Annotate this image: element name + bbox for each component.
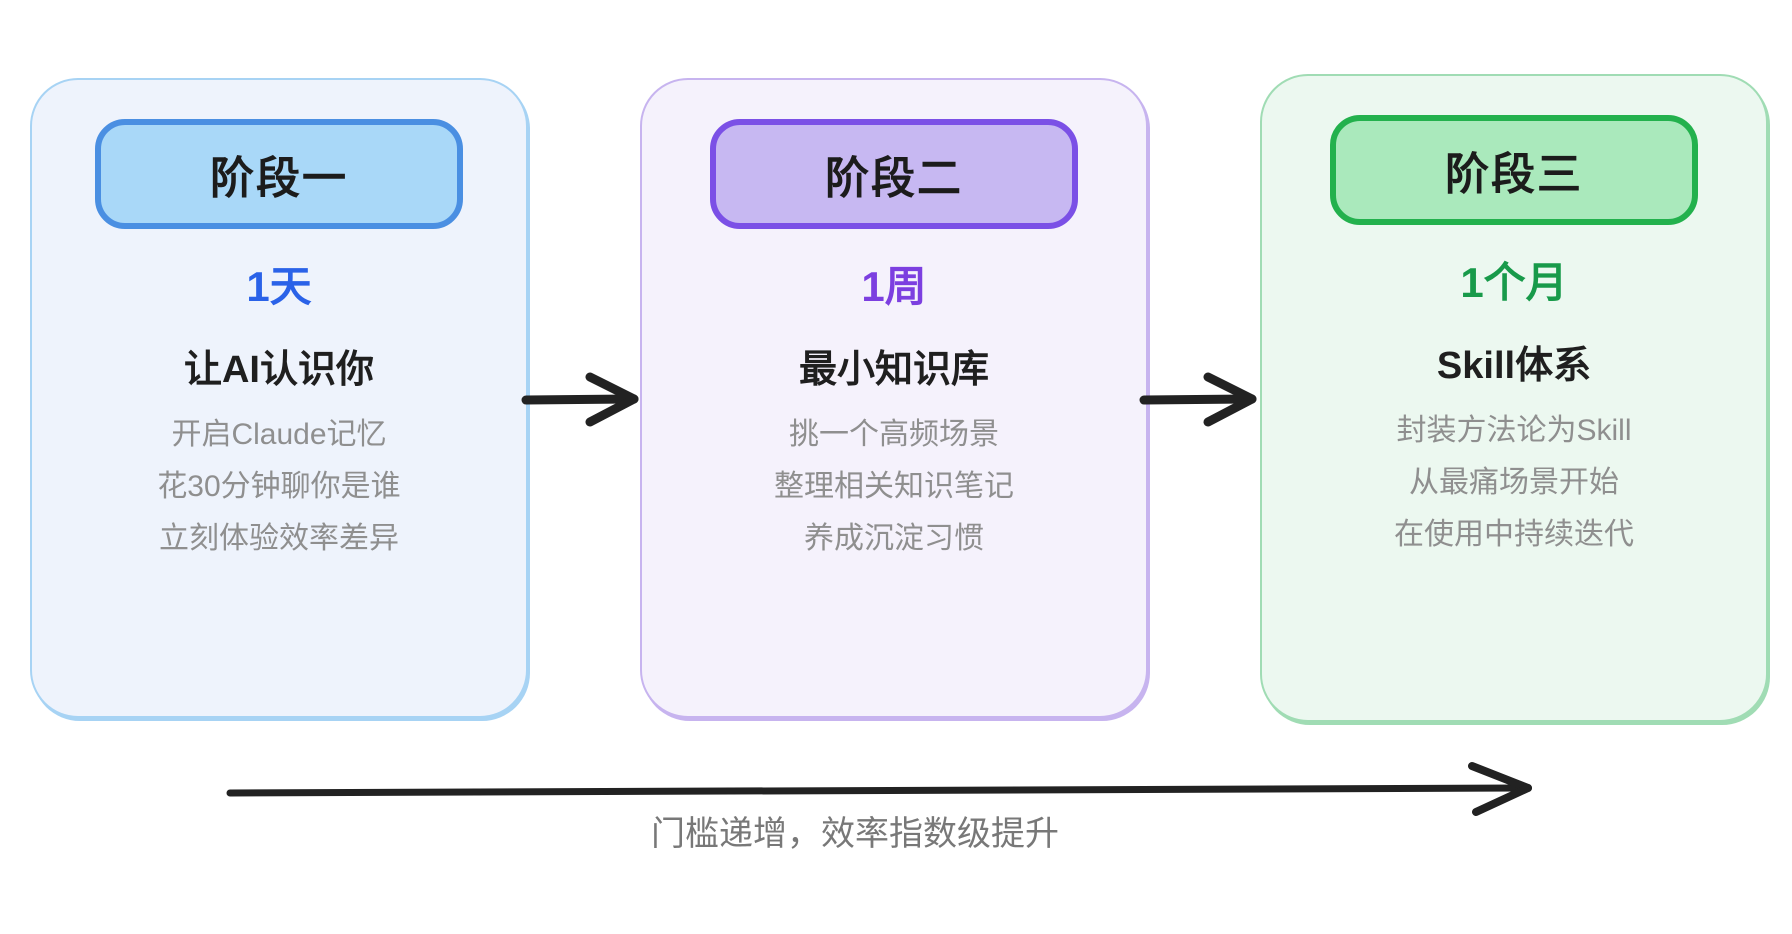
stage-1-title: 让AI认识你 xyxy=(183,349,374,391)
stage-3-title: Skill体系 xyxy=(1436,345,1592,387)
stage-1-badge: 阶段一 xyxy=(95,119,463,229)
stage-card-3: 阶段三 1个月 Skill体系 封装方法论为Skill 从最痛场景开始 在使用中… xyxy=(1260,74,1768,722)
axis-label: 门槛递增，效率指数级提升 xyxy=(651,815,1059,853)
stage-2-title: 最小知识库 xyxy=(798,349,989,391)
stage-3-duration: 1个月 xyxy=(1460,259,1568,306)
stage-1-duration: 1天 xyxy=(246,263,312,310)
stage-detail: 封装方法论为Skill xyxy=(1396,414,1632,447)
stage-2-details: 挑一个高频场景 整理相关知识笔记 养成沉淀习惯 xyxy=(774,409,1014,565)
stage-3-badge-label: 阶段三 xyxy=(1445,150,1583,199)
stage-detail: 挑一个高频场景 xyxy=(789,418,999,451)
stage-card-2: 阶段二 1周 最小知识库 挑一个高频场景 整理相关知识笔记 养成沉淀习惯 xyxy=(640,78,1148,718)
stage-card-1: 阶段一 1天 让AI认识你 开启Claude记忆 花30分钟聊你是谁 立刻体验效… xyxy=(30,78,528,718)
stage-1-badge-label: 阶段一 xyxy=(210,154,348,203)
stage-3-badge: 阶段三 xyxy=(1330,115,1698,225)
stage-1-details: 开启Claude记忆 花30分钟聊你是谁 立刻体验效率差异 xyxy=(157,409,400,565)
stage-detail: 花30分钟聊你是谁 xyxy=(157,470,401,503)
stage-2-badge-label: 阶段二 xyxy=(825,154,963,203)
stage-2-badge: 阶段二 xyxy=(710,119,1078,229)
axis-arrow-right-icon xyxy=(226,762,1532,816)
stage-detail: 整理相关知识笔记 xyxy=(774,470,1014,503)
arrow-right-icon xyxy=(1139,372,1257,427)
stage-detail: 在使用中持续迭代 xyxy=(1394,518,1634,551)
stage-2-duration: 1周 xyxy=(861,263,927,310)
stage-detail: 从最痛场景开始 xyxy=(1409,466,1619,499)
stage-detail: 开启Claude记忆 xyxy=(171,418,387,451)
stage-detail: 养成沉淀习惯 xyxy=(804,522,984,555)
arrow-right-icon xyxy=(521,372,639,427)
stage-3-details: 封装方法论为Skill 从最痛场景开始 在使用中持续迭代 xyxy=(1394,405,1634,561)
stage-detail: 立刻体验效率差异 xyxy=(159,522,399,555)
